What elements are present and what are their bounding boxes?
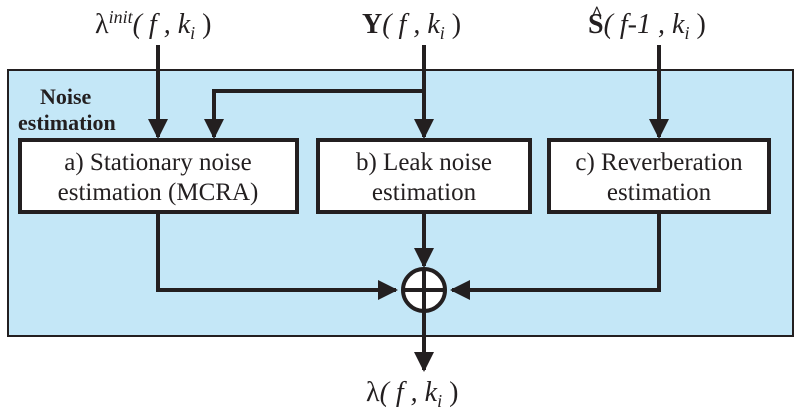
block-a-line1: a) Stationary noise <box>64 149 251 176</box>
block-b-leak-noise: b) Leak noise estimation <box>316 138 532 214</box>
panel-title-line2: estimation <box>18 110 116 135</box>
block-b-line1: b) Leak noise <box>356 149 492 176</box>
panel-title-line1: Noise <box>40 84 92 109</box>
block-b-line2: estimation <box>372 179 477 206</box>
circle-plus-icon <box>401 267 447 313</box>
block-c-line2: estimation <box>607 179 712 206</box>
input-y-label: Y( f , ki ) <box>362 9 461 43</box>
block-c-line1: c) Reverberation <box>575 149 743 176</box>
block-c-reverberation: c) Reverberation estimation <box>547 138 771 214</box>
input-lambda-init-label: λinit( f , ki ) <box>95 7 211 43</box>
arrow-c-to-sum <box>450 212 661 300</box>
s-hat-accent: ^ <box>591 3 603 25</box>
input-s-hat-label: S( f-1 , ki ) <box>588 9 706 43</box>
arrow-y-branch-to-a <box>204 89 424 139</box>
block-a-line2: estimation (MCRA) <box>58 179 259 206</box>
arrow-a-to-sum <box>156 212 398 300</box>
output-lambda-label: λ( f , ki ) <box>366 377 458 411</box>
block-a-stationary-noise: a) Stationary noise estimation (MCRA) <box>18 138 299 214</box>
